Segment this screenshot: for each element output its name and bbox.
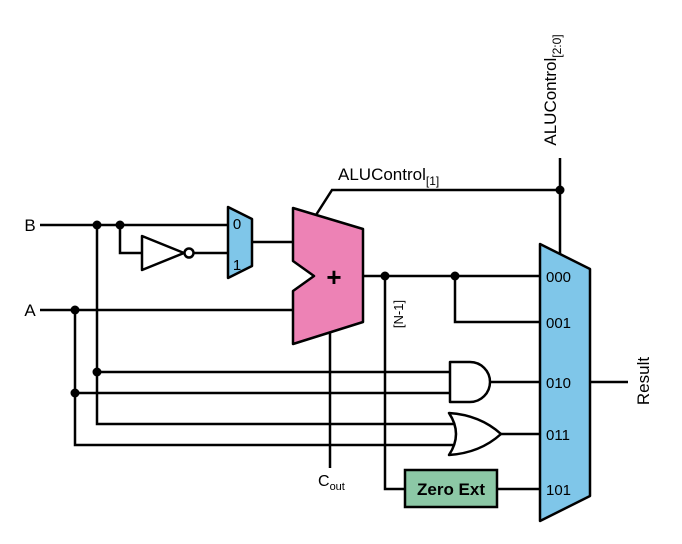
label-adder-plus: + (326, 262, 341, 292)
wire-a-branch-to-or (73, 310, 455, 447)
and-gate (448, 360, 492, 404)
invert-mux (226, 205, 254, 280)
zero-ext-box (403, 468, 499, 509)
wire-msb-to-zero-ext (383, 276, 408, 491)
junction-dot (380, 271, 390, 281)
not-gate (140, 234, 186, 272)
wire-b-branch-to-or (95, 225, 455, 426)
label-mux-input-001: 001 (546, 315, 571, 332)
junction-dot (70, 388, 80, 398)
label-result: Result (634, 357, 653, 405)
label-zero-ext: Zero Ext (417, 480, 485, 499)
label-cout-main: C (318, 473, 330, 490)
label-alucontrol-bus-main: ALUControl (541, 58, 560, 146)
label-mux-input-000: 000 (546, 269, 571, 286)
label-mux-input-011: 011 (546, 427, 570, 444)
junction-dot (70, 305, 80, 315)
junction-dot (92, 367, 102, 377)
not-gate-bubble (183, 247, 195, 259)
label-msb-slice: [N-1] (391, 300, 406, 328)
label-cout-sub: out (330, 481, 345, 493)
junction-dot (92, 220, 102, 230)
label-alucontrol-bus: ALUControl[2:0] (541, 34, 564, 145)
label-mux-input-101: 101 (546, 482, 571, 499)
label-alucontrol-bit-main: ALUControl (338, 165, 426, 184)
label-input-a: A (24, 301, 36, 320)
label-alucontrol-bit: ALUControl[1] (338, 165, 439, 188)
label-alucontrol-bus-sub: [2:0] (550, 34, 564, 57)
label-alucontrol-bit-sub: [1] (426, 174, 439, 188)
result-mux (538, 242, 592, 523)
junction-dots (70, 185, 565, 398)
junction-dot (115, 220, 125, 230)
label-input-b: B (24, 216, 35, 235)
wires (40, 158, 628, 491)
label-cout: Cout (318, 473, 345, 493)
label-invert-mux-1: 1 (233, 257, 241, 274)
junction-dot (450, 271, 460, 281)
or-gate (447, 411, 503, 457)
junction-dot (555, 185, 565, 195)
label-invert-mux-0: 0 (233, 216, 241, 233)
wire-alucontrol-bit (314, 188, 560, 216)
adder (291, 206, 365, 346)
wire-b-to-not-gate (118, 225, 148, 255)
label-mux-input-010: 010 (546, 375, 571, 392)
wire-sum-to-mux-001 (453, 276, 542, 324)
